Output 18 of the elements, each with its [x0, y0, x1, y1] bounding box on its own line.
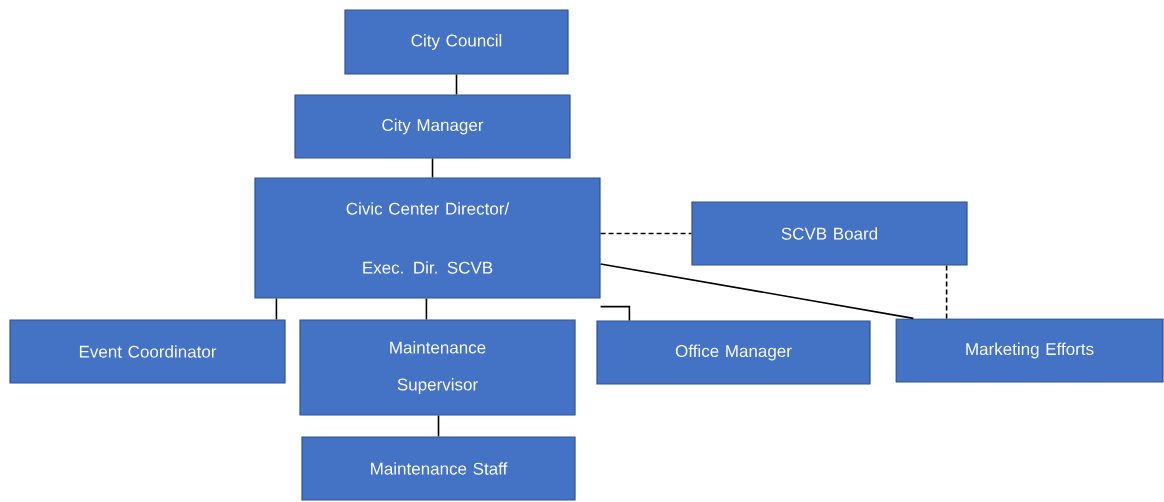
org-box: Marketing Efforts — [895, 318, 1164, 383]
connector-line — [437, 414, 440, 438]
org-box: Office Manager — [596, 320, 871, 385]
org-box: Event Coordinator — [9, 319, 286, 384]
connector-line — [599, 305, 631, 322]
org-box: Maintenance Supervisor — [299, 319, 576, 416]
connector-line — [455, 73, 458, 96]
org-box: Maintenance Staff — [301, 436, 576, 501]
connector-line — [599, 263, 915, 320]
org-box: SCVB Board — [691, 201, 968, 266]
connector-line — [425, 297, 428, 321]
org-box: City Manager — [294, 94, 571, 159]
connector-line — [945, 264, 948, 320]
connector-line — [431, 157, 434, 179]
connector-line — [599, 232, 693, 235]
connector-line — [275, 297, 278, 321]
org-box: Civic Center Director/ Exec. Dir. SCVB — [254, 177, 601, 299]
org-box: City Council — [344, 9, 569, 75]
